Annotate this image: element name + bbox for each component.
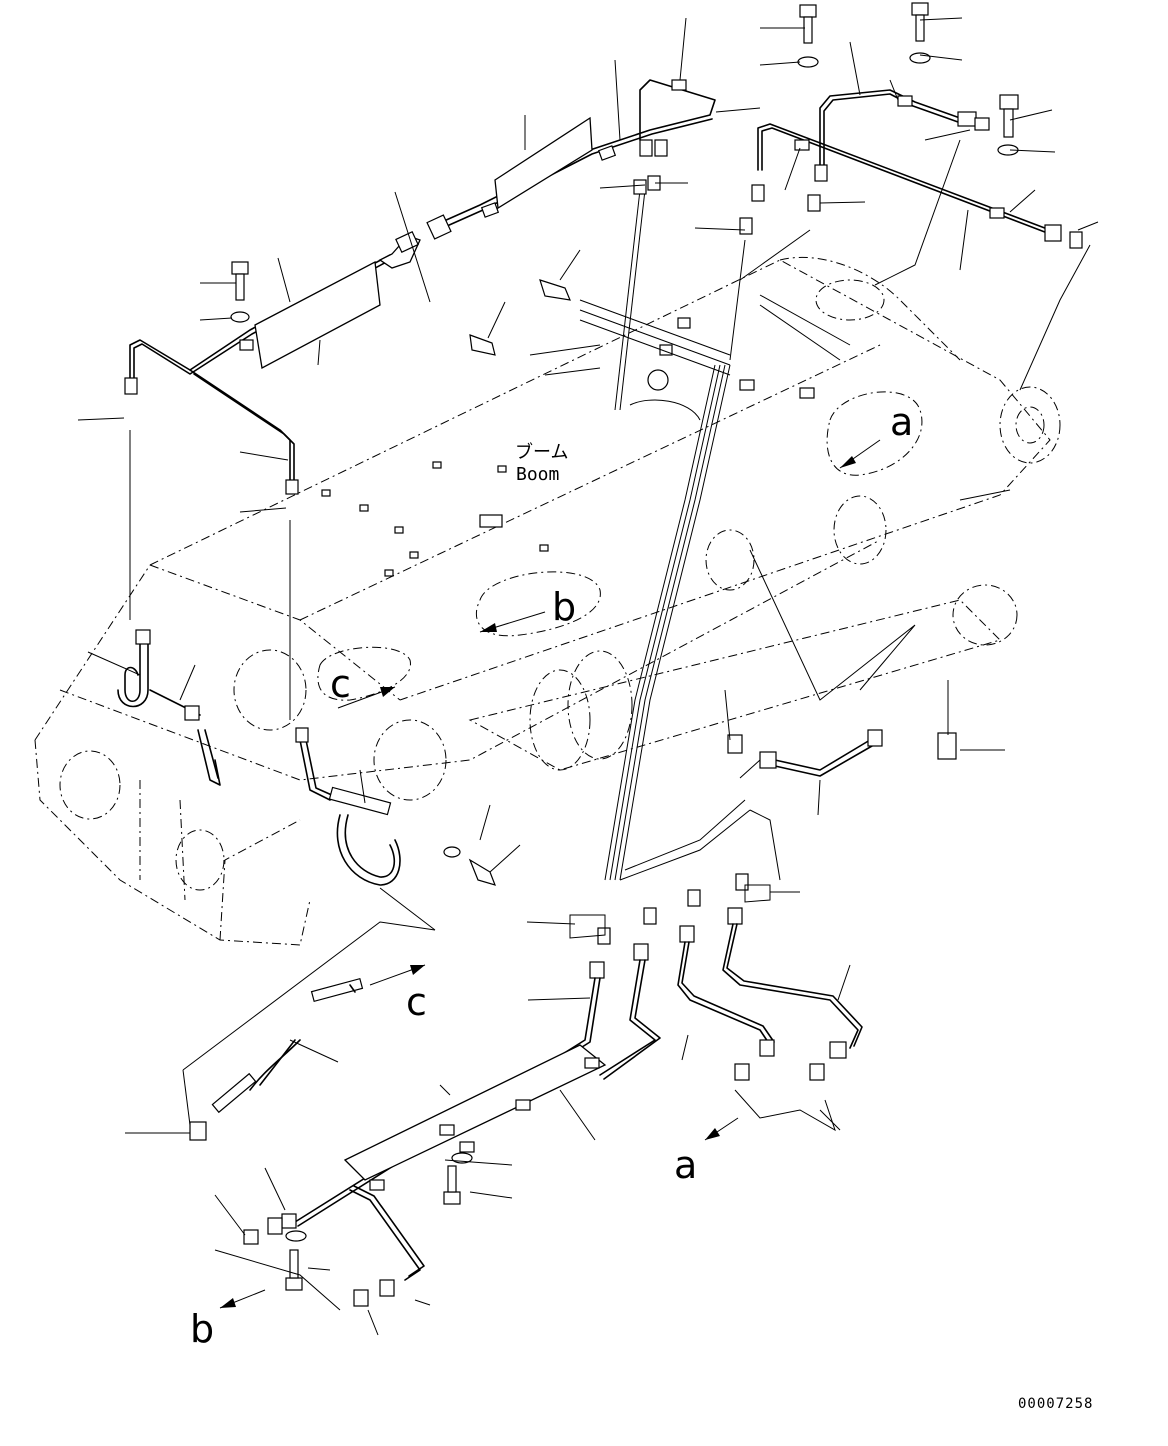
main-pipe-runs bbox=[129, 189, 811, 881]
upper-center-pipe-assembly bbox=[426, 79, 716, 240]
boom-label-jp: ブーム bbox=[515, 441, 568, 463]
right-middle-hose bbox=[727, 680, 957, 777]
view-marker-b-upper: b bbox=[552, 585, 576, 629]
view-arrows bbox=[219, 439, 881, 1309]
lower-pipe-assemblies bbox=[189, 873, 863, 1307]
view-marker-a-upper: a bbox=[890, 400, 913, 444]
upper-right-pipe-assembly bbox=[739, 89, 1083, 249]
upper-left-pipe-assembly bbox=[124, 231, 421, 495]
left-hoses bbox=[117, 629, 496, 886]
view-marker-b-lower: b bbox=[190, 1307, 214, 1351]
view-marker-connectors bbox=[182, 139, 1091, 1311]
view-marker-a-lower: a bbox=[674, 1143, 697, 1187]
boom-outline bbox=[34, 256, 1061, 946]
view-marker-c-lower: c bbox=[406, 980, 427, 1024]
drawing-code: 00007258 bbox=[1018, 1396, 1093, 1412]
leader-lines bbox=[77, 17, 1099, 1336]
boom-brackets bbox=[321, 294, 851, 577]
boom-label-en: Boom bbox=[516, 464, 559, 485]
top-bolts bbox=[230, 2, 1019, 356]
view-marker-c-upper: c bbox=[330, 662, 351, 706]
